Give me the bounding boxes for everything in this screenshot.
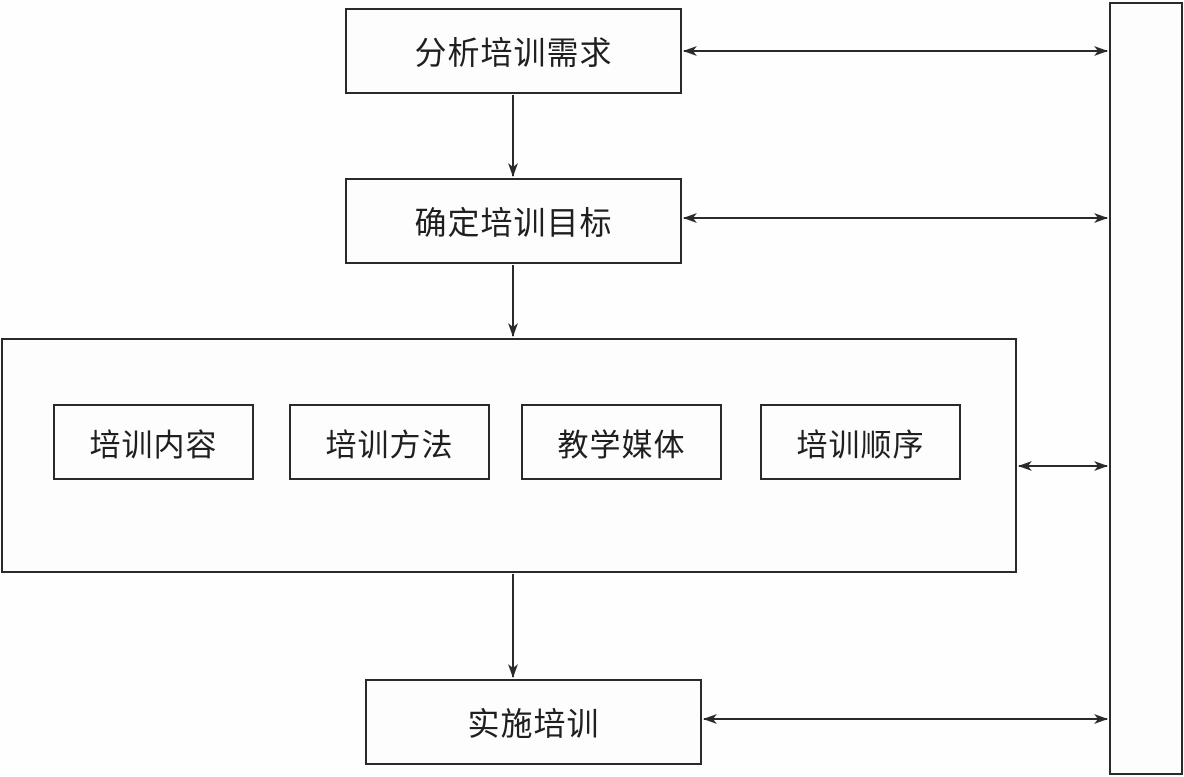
design-item-method-box: 培训方法 — [289, 404, 490, 480]
design-item-method-label: 培训方法 — [325, 427, 454, 464]
step-analyze-needs-box: 分析培训需求 — [345, 8, 682, 94]
step-set-objectives-box: 确定培训目标 — [345, 178, 682, 264]
design-item-sequence-label: 培训顺序 — [796, 427, 925, 464]
step-set-objectives-label: 确定培训目标 — [414, 204, 613, 242]
design-item-media-box: 教学媒体 — [521, 404, 722, 480]
design-item-sequence-box: 培训顺序 — [760, 404, 961, 480]
design-item-content-box: 培训内容 — [53, 404, 254, 480]
step-analyze-needs-label: 分析培训需求 — [414, 34, 613, 72]
right-vertical-bar — [1109, 2, 1183, 775]
step-implement-label: 实施培训 — [467, 705, 600, 743]
design-item-content-label: 培训内容 — [89, 427, 218, 464]
step-implement-box: 实施培训 — [365, 679, 702, 765]
design-item-media-label: 教学媒体 — [557, 427, 686, 464]
